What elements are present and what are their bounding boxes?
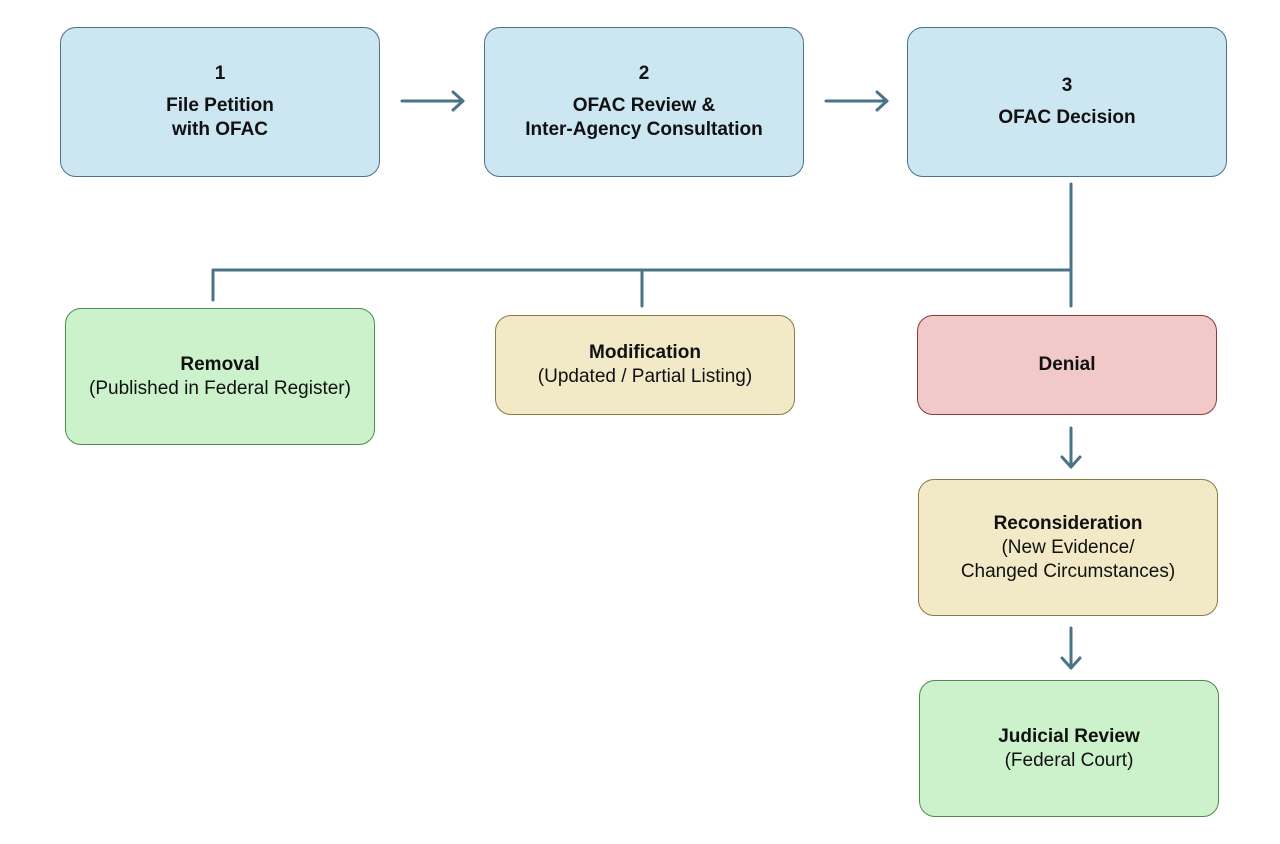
- arrow-reconsideration-to-judicial-review: [1060, 626, 1082, 670]
- step-2-ofac-review: 2 OFAC Review & Inter-Agency Consultatio…: [484, 27, 804, 177]
- step-3-ofac-decision: 3 OFAC Decision: [907, 27, 1227, 177]
- arrow-step2-to-step3: [824, 90, 889, 112]
- step-1-file-petition: 1 File Petition with OFAC: [60, 27, 380, 177]
- arrow-step1-to-step2: [400, 90, 465, 112]
- arrow-denial-to-reconsideration: [1060, 426, 1082, 469]
- followup-title: Reconsideration: [993, 512, 1143, 534]
- followup-detail: Changed Circumstances): [960, 560, 1176, 582]
- outcome-modification: Modification (Updated / Partial Listing): [495, 315, 795, 415]
- followup-detail: (Federal Court): [1004, 749, 1134, 771]
- outcome-detail: (Updated / Partial Listing): [537, 366, 753, 387]
- step-title: OFAC Decision: [998, 107, 1136, 128]
- step-title: OFAC Review &: [572, 95, 716, 116]
- followup-judicial-review: Judicial Review (Federal Court): [919, 680, 1219, 817]
- decision-branch-connector: [211, 182, 1073, 308]
- outcome-detail: (Published in Federal Register): [89, 377, 351, 399]
- step-title: File Petition: [166, 95, 274, 116]
- outcome-denial: Denial: [917, 315, 1217, 415]
- step-number: 1: [214, 63, 226, 84]
- followup-reconsideration: Reconsideration (New Evidence/ Changed C…: [918, 479, 1218, 616]
- followup-detail: (New Evidence/: [1001, 536, 1135, 558]
- step-number: 3: [1061, 75, 1073, 96]
- step-title: Inter-Agency Consultation: [525, 119, 763, 140]
- outcome-title: Removal: [180, 353, 260, 375]
- outcome-title: Denial: [1038, 354, 1096, 375]
- followup-title: Judicial Review: [998, 725, 1140, 747]
- step-title: with OFAC: [171, 119, 269, 140]
- step-number: 2: [638, 63, 650, 84]
- outcome-removal: Removal (Published in Federal Register): [65, 308, 375, 445]
- outcome-title: Modification: [589, 342, 701, 363]
